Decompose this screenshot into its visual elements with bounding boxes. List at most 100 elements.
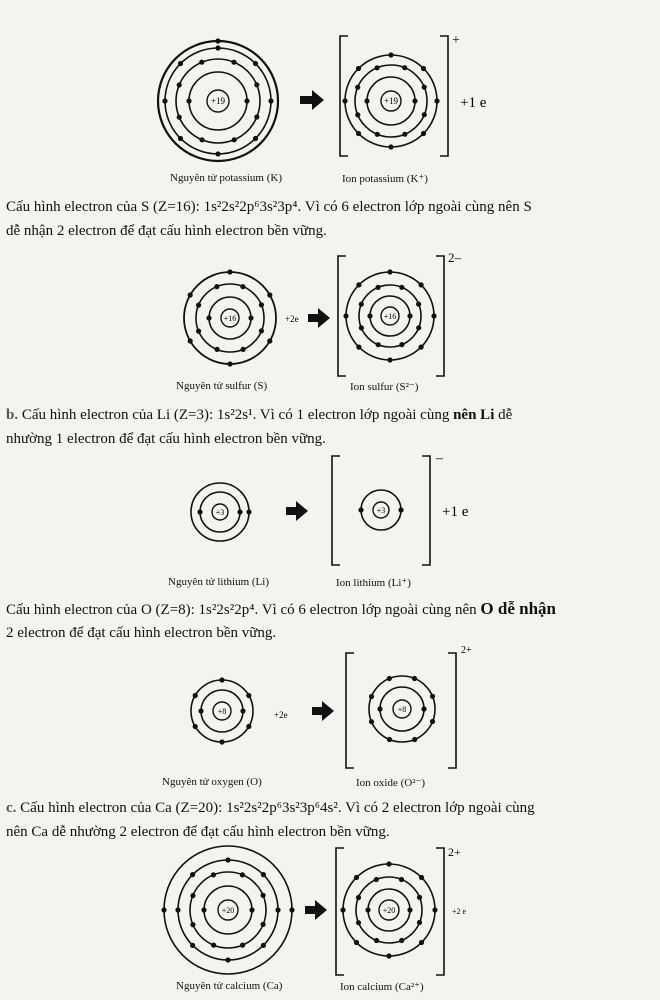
calcium-text: Cấu hình electron của Ca (Z=20): 1s²2s²2…	[20, 800, 535, 816]
electron-dot	[254, 114, 260, 120]
electron-dot	[289, 907, 295, 913]
electron-dot	[186, 98, 192, 104]
electron-dot	[199, 59, 205, 65]
electron-dot	[244, 98, 250, 104]
lithium-diagram: +3 +3 – +1 e	[190, 451, 469, 566]
oxygen-paragraph-line1: Cấu hình electron của O (Z=8): 1s²2s²2p⁴…	[6, 598, 654, 621]
sulfur-nucleus: +16	[224, 314, 237, 323]
electron-dot	[416, 919, 423, 926]
electron-dot	[267, 292, 273, 298]
electron-dot	[364, 98, 370, 104]
electron-dot	[356, 282, 362, 288]
oxygen-nucleus: +8	[218, 707, 227, 716]
potassium-plus-electron: +1 e	[460, 95, 487, 111]
lithium-paragraph-line2: nhường 1 electron để đạt cấu hình electr…	[6, 431, 326, 447]
electron-dot	[355, 130, 362, 137]
electron-dot	[190, 942, 196, 948]
section-marker-b: b.	[6, 407, 19, 423]
electron-dot	[211, 942, 217, 948]
electron-dot	[418, 874, 425, 881]
electron-dot	[240, 284, 246, 290]
electron-dot	[398, 876, 405, 883]
lithium-ion-label: Ion lithium (Li⁺)	[336, 577, 411, 589]
electron-dot	[365, 907, 371, 913]
electron-dot	[215, 151, 221, 157]
arrow-icon	[312, 701, 334, 721]
sulfur-atom-label: Nguyên tử sulfur (S)	[176, 380, 268, 392]
oxygen-atom: +8	[190, 677, 254, 745]
arrow-icon	[305, 900, 327, 920]
oxygen-ion-charge: 2+	[461, 645, 472, 656]
electron-dot	[399, 342, 405, 348]
calcium-ion: +20 2+	[335, 845, 461, 976]
electron-dot	[386, 736, 393, 743]
electron-dot	[386, 861, 392, 867]
sulfur-ion-nucleus: +16	[384, 312, 397, 321]
electron-dot	[421, 706, 427, 712]
electron-dot	[260, 892, 266, 898]
electron-dot	[231, 137, 237, 143]
electron-dot	[260, 942, 266, 948]
electron-dot	[176, 82, 182, 88]
section-marker-c: c.	[6, 800, 17, 816]
electron-dot	[206, 315, 212, 321]
electron-dot	[358, 301, 364, 307]
electron-dot	[227, 361, 233, 367]
electron-dot	[358, 325, 364, 331]
electron-dot	[196, 302, 202, 308]
electron-dot	[219, 677, 225, 683]
electron-dot	[353, 874, 360, 881]
electron-dot	[227, 269, 233, 275]
electron-dot	[411, 675, 418, 682]
electron-dot	[267, 338, 273, 344]
electron-dot	[432, 907, 438, 913]
oxygen-diagram: +8 +2e +8 2+	[190, 645, 472, 769]
electron-dot	[387, 357, 393, 363]
electron-dot	[190, 893, 196, 899]
calcium-paragraph-line1: c. Cấu hình electron của Ca (Z=20): 1s²2…	[6, 797, 654, 819]
arrow-icon	[308, 308, 330, 328]
arrow-icon	[286, 501, 308, 521]
electron-dot	[215, 38, 221, 44]
lithium-ion-nucleus: +3	[377, 506, 386, 515]
electron-dot	[412, 736, 418, 743]
electron-dot	[215, 45, 221, 51]
calcium-plus-electron: +2 e	[452, 907, 467, 916]
electron-dot	[355, 112, 361, 118]
electron-dot	[187, 338, 193, 344]
electron-dot	[268, 98, 274, 104]
electron-dot	[214, 346, 220, 352]
sulfur-ion-label: Ion sulfur (S²⁻)	[350, 381, 419, 393]
electron-dot	[416, 301, 422, 307]
sulfur-atom: +16	[183, 269, 277, 367]
sulfur-paragraph-line1: Cấu hình electron của S (Z=16): 1s²2s²2p…	[6, 199, 532, 215]
electron-dot	[252, 60, 259, 67]
calcium-atom: +20	[161, 845, 295, 975]
potassium-atom-label: Nguyên tử potassium (K)	[170, 172, 282, 184]
electron-dot	[429, 693, 436, 699]
potassium-atom-electrons	[162, 38, 274, 157]
electron-dot	[355, 84, 361, 90]
electron-dot	[386, 953, 392, 959]
electron-dot	[373, 876, 379, 883]
lithium-plus-electron: +1 e	[442, 504, 469, 520]
electron-dot	[355, 65, 362, 72]
electron-dot	[214, 284, 220, 290]
electron-dot	[342, 98, 348, 104]
electron-dot	[240, 708, 246, 714]
oxygen-text-a: Cấu hình electron của O (Z=8): 1s²2s²2p⁴…	[6, 602, 477, 618]
electron-dot	[340, 907, 346, 913]
oxygen-atom-label: Nguyên tử oxygen (O)	[162, 776, 262, 788]
lithium-text-c: dễ	[498, 407, 513, 423]
electron-dot	[388, 52, 394, 58]
oxygen-ion: +8 2+	[345, 645, 472, 769]
calcium-ion-charge: 2+	[448, 845, 461, 859]
electron-dot	[252, 135, 259, 142]
electron-dot	[420, 65, 427, 72]
oxygen-ion-nucleus: +8	[398, 705, 407, 714]
calcium-nucleus: +20	[222, 906, 235, 915]
potassium-atom: +19	[156, 38, 280, 163]
lithium-nucleus: +3	[216, 508, 225, 517]
electron-dot	[162, 98, 168, 104]
electron-dot	[231, 59, 237, 65]
